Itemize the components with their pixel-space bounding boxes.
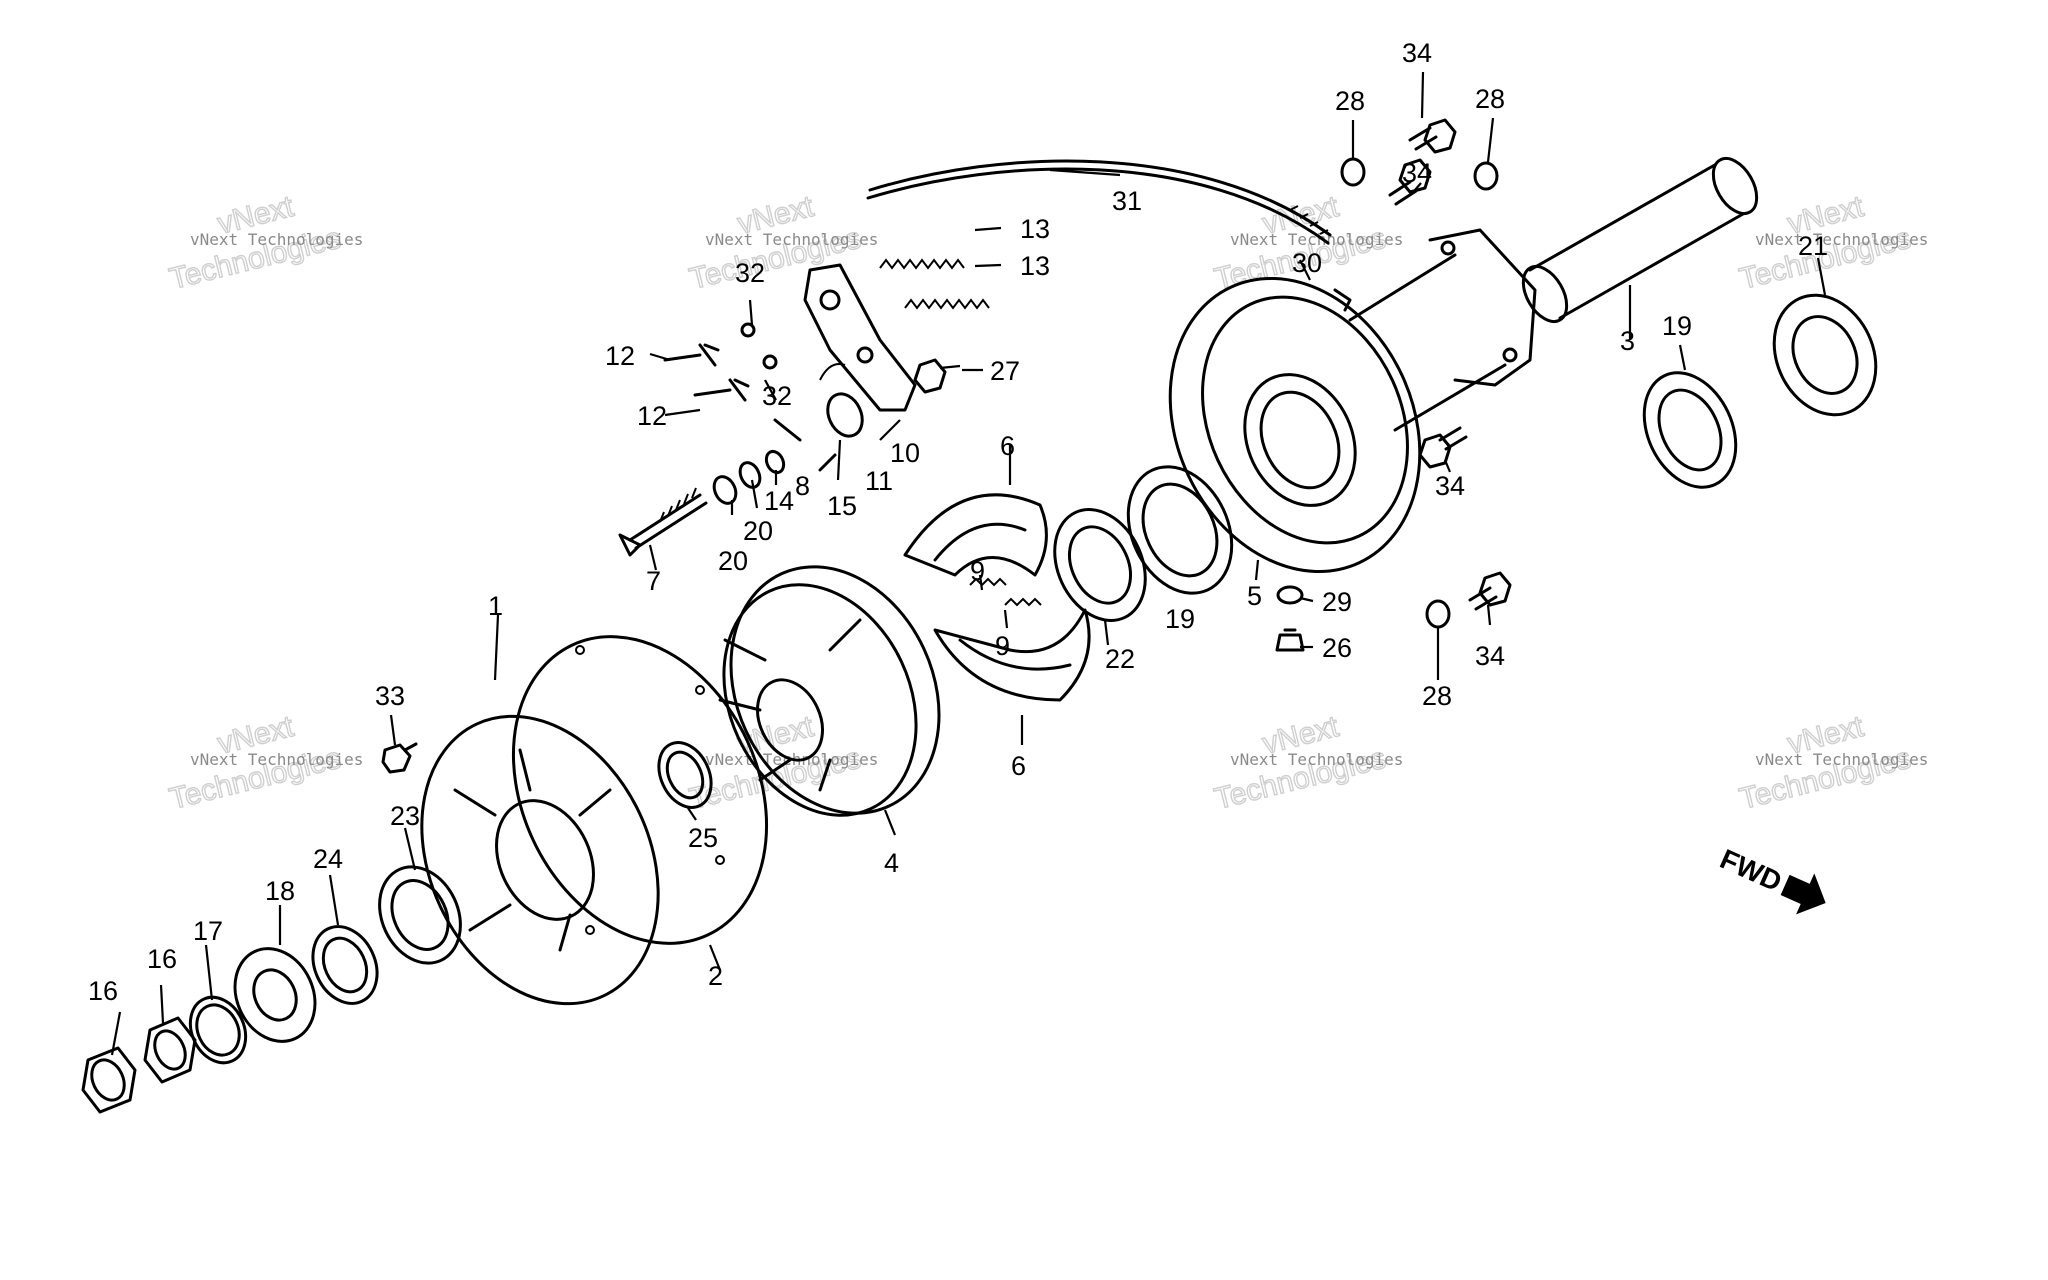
watermark-text: vNext Technologies [705,230,878,249]
nut-16-outer [81,1046,137,1114]
watermark-text: vNext Technologies [1230,750,1403,769]
callout-20-upper: 20 [743,516,773,546]
callout-19-right: 19 [1662,311,1692,341]
callout-7: 7 [646,566,661,596]
axle-tube [1521,157,1759,323]
bearing-19-right [1642,371,1738,489]
callout-20-lower: 20 [718,546,748,576]
gasket [511,635,769,945]
adjuster-parts [712,322,837,505]
watermark-text: vNext Technologies [1230,230,1403,249]
watermark-text: vNext Technologies [190,230,363,249]
callout-14: 14 [764,486,794,516]
watermark-text: vNext Technologies [1755,750,1928,769]
callout-11: 11 [865,466,893,496]
drive-flange [420,714,660,1006]
leader-lines [110,71,1827,1056]
watermark-text: vNext Technologies [190,750,363,769]
callout-2: 2 [708,961,723,991]
callout-27: 27 [990,356,1020,386]
callout-4: 4 [884,848,899,878]
breather-33 [381,742,418,774]
callout-9-upper: 9 [970,556,985,586]
nut-16-inner [143,1016,197,1084]
brake-shoe-upper [903,493,1048,577]
forward-direction-indicator: FWD [1716,843,1826,915]
washer-18 [233,947,317,1043]
callout-13-lower: 13 [1020,251,1050,281]
bearing-19-left [1126,465,1234,595]
callout-34-bottom: 34 [1475,641,1505,671]
brake-arm [803,263,917,412]
callout-6-lower: 6 [1011,751,1026,781]
callout-22: 22 [1105,644,1135,674]
pins-12 [663,343,750,402]
callout-15: 15 [827,491,857,521]
callout-6-upper: 6 [1000,431,1015,461]
callout-3: 3 [1620,326,1635,356]
oil-seal-22 [1053,508,1147,622]
callout-1: 1 [488,591,503,621]
callout-31: 31 [1112,186,1142,216]
callout-5: 5 [1247,581,1262,611]
nut-27 [913,358,947,394]
callout-10: 10 [890,438,920,468]
clip-30 [1333,288,1352,312]
callout-26: 26 [1322,633,1352,663]
callout-21: 21 [1798,231,1828,261]
collar-24 [311,925,379,1005]
o-ring-25 [657,741,713,809]
brake-shoe-lower [933,608,1091,702]
shoe-springs-9 [969,577,1042,607]
callout-23: 23 [390,801,420,831]
callout-34-top: 34 [1402,38,1432,68]
callout-32-lower: 32 [762,381,792,411]
fwd-label: FWD [1716,843,1787,897]
return-springs-13 [879,258,990,310]
arrow-right-icon [1780,873,1826,915]
callout-19-left: 19 [1165,604,1195,634]
callout-12-upper: 12 [605,341,635,371]
callout-33: 33 [375,681,405,711]
callout-9-lower: 9 [995,631,1010,661]
callouts: 1 2 3 4 5 6 6 7 8 9 9 10 11 12 12 13 13 … [88,38,1828,1006]
callout-18: 18 [265,876,295,906]
adjuster-rod-7 [618,487,708,557]
bolts-34 [1388,118,1512,611]
callout-17: 17 [193,916,223,946]
callout-32-upper: 32 [735,258,765,288]
brake-drum [718,565,941,817]
pivot-spring-11 [819,363,864,438]
callout-8: 8 [795,471,810,501]
callout-28-left: 28 [1335,86,1365,116]
washer-29 [1276,585,1304,605]
callout-28-right: 28 [1475,84,1505,114]
callout-28-bottom: 28 [1422,681,1452,711]
callout-13-upper: 13 [1020,214,1050,244]
brake-housing [1168,228,1537,574]
oil-seal-23 [378,865,462,965]
callout-25: 25 [688,823,718,853]
watermark-text: vNext Technologies [1755,230,1928,249]
callout-16-outer: 16 [88,976,118,1006]
callout-16-inner: 16 [147,944,177,974]
callout-24: 24 [313,844,343,874]
callout-29: 29 [1322,587,1352,617]
oil-seal-21 [1772,293,1878,417]
callout-34-lower: 34 [1435,471,1465,501]
callout-30: 30 [1292,248,1322,278]
washers-28 [1340,157,1499,629]
callout-34-mid: 34 [1402,158,1432,188]
brake-cable [866,159,1332,245]
bolt-26 [1275,628,1305,652]
callout-12-lower: 12 [637,401,667,431]
